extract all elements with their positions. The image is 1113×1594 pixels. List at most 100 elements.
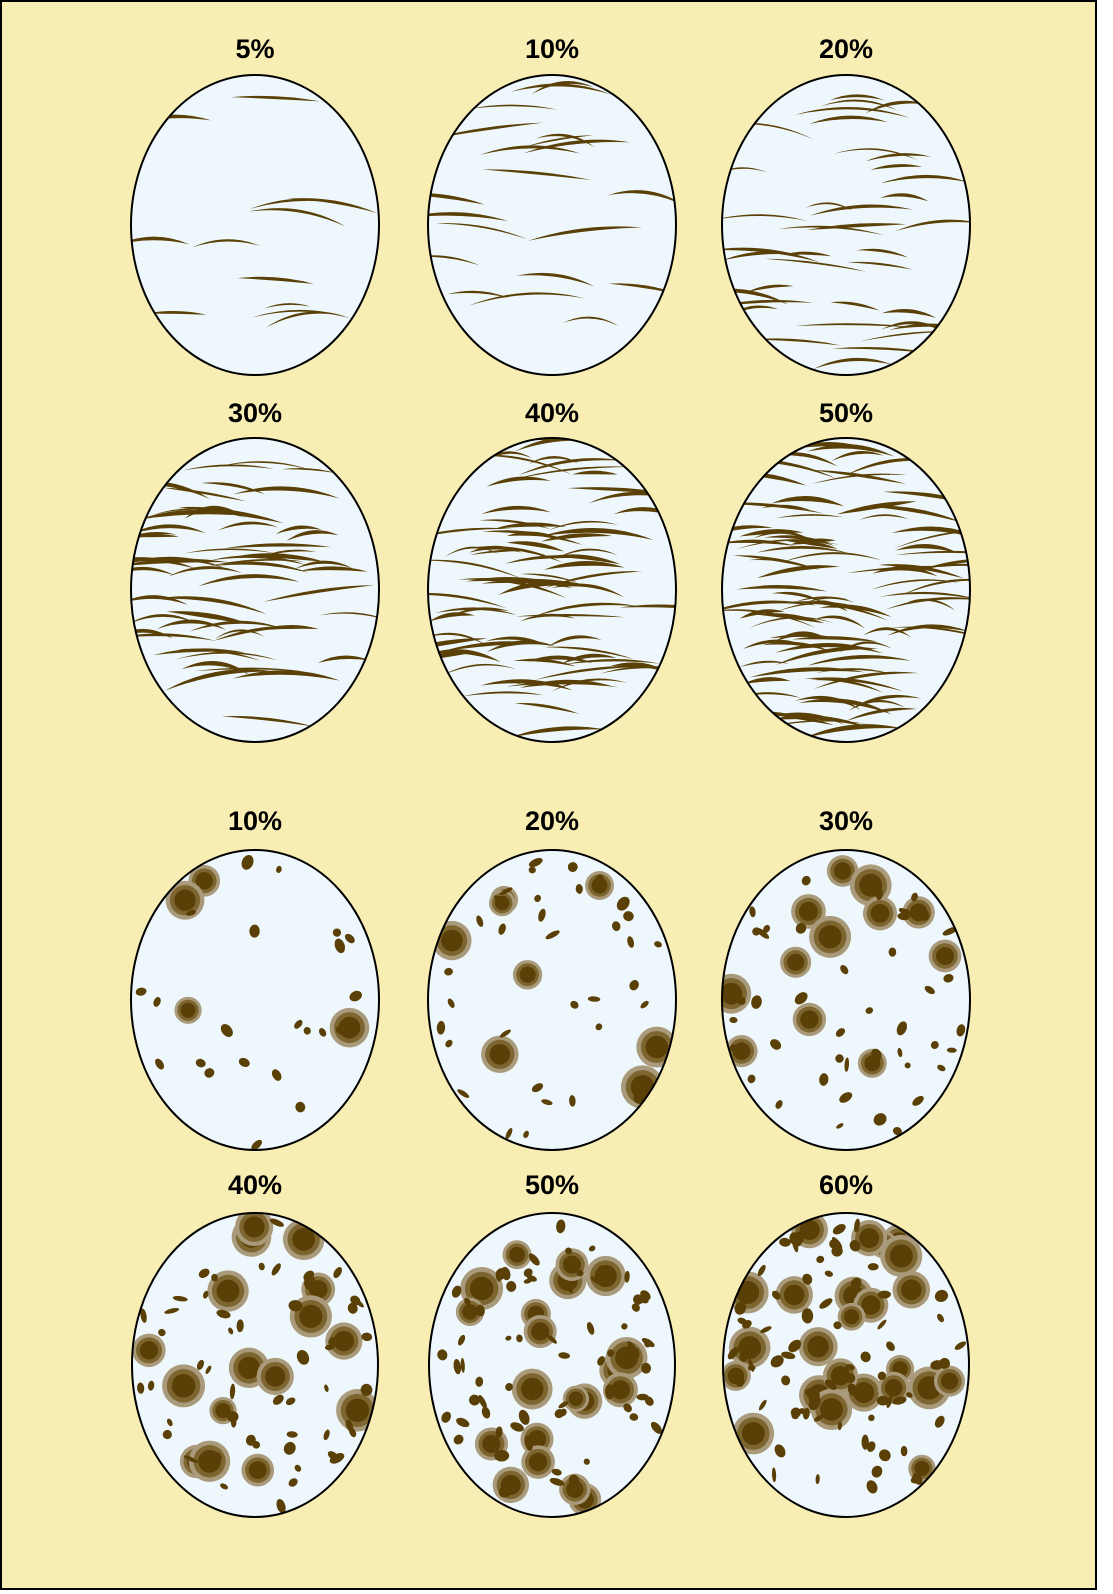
brown-streak: [168, 566, 243, 577]
panel-label: 20%: [525, 806, 579, 836]
brown-fleck: [845, 1373, 856, 1384]
brown-spot: [555, 1248, 589, 1282]
brown-streak: [515, 681, 564, 687]
brown-streak: [428, 212, 509, 222]
brown-streak: [749, 667, 865, 678]
brown-fleck: [832, 1224, 846, 1235]
brown-spot: [791, 894, 826, 929]
brown-fleck: [436, 1020, 446, 1035]
brown-streak: [549, 520, 619, 531]
brown-fleck: [475, 1304, 485, 1317]
brown-fleck: [748, 1358, 755, 1372]
brown-streak: [756, 565, 841, 579]
brown-spot: [512, 960, 543, 990]
brown-streak: [144, 311, 207, 315]
brown-streak: [544, 646, 634, 660]
brown-streak: [784, 251, 832, 257]
brown-streak: [479, 519, 551, 530]
brown-streak: [739, 609, 785, 619]
brown-fleck: [271, 1069, 282, 1081]
brown-streak: [317, 655, 371, 663]
brown-fleck: [813, 1414, 824, 1422]
brown-streak: [722, 502, 824, 514]
brown-fleck: [541, 1099, 553, 1106]
panel-streaks-5: 5%: [130, 34, 380, 376]
brown-fleck: [847, 1383, 858, 1396]
brown-streak: [872, 566, 938, 577]
brown-fleck: [822, 937, 829, 946]
brown-fleck: [734, 1301, 747, 1315]
panel-label: 50%: [819, 398, 873, 428]
brown-fleck: [568, 1474, 580, 1486]
brown-fleck: [736, 996, 746, 1005]
brown-streak: [428, 527, 513, 541]
brown-fleck: [318, 1028, 327, 1037]
brown-fleck: [528, 857, 543, 868]
brown-streak: [613, 507, 676, 518]
brown-streak: [736, 539, 840, 550]
brown-fleck: [303, 1027, 311, 1035]
brown-fleck: [575, 883, 583, 894]
brown-streak: [510, 83, 612, 95]
brown-streak: [572, 470, 618, 475]
brown-streak: [722, 525, 774, 539]
brown-fleck: [605, 1384, 615, 1400]
brown-fleck: [590, 1276, 604, 1286]
brown-fleck: [636, 1393, 649, 1401]
brown-fleck: [445, 1039, 453, 1048]
panel-label: 20%: [819, 34, 873, 64]
brown-streak: [775, 514, 844, 519]
disk-outline: [427, 849, 677, 1151]
brown-fleck: [801, 1308, 814, 1324]
panel-grid: 5%10%20%30%40%50%10%20%30%40%50%60%: [130, 34, 971, 1518]
brown-streak: [831, 347, 935, 354]
brown-fleck: [943, 974, 954, 983]
brown-fleck: [499, 1029, 511, 1038]
brown-streak: [462, 691, 544, 697]
brown-fleck: [251, 1139, 263, 1150]
brown-streak: [428, 255, 480, 266]
brown-streak: [883, 491, 970, 508]
brown-fleck: [565, 1247, 573, 1255]
brown-fleck: [833, 1321, 842, 1330]
brown-fleck: [547, 1334, 557, 1344]
brown-fleck: [336, 1026, 343, 1035]
brown-streak: [213, 625, 307, 642]
brown-fleck: [888, 947, 897, 957]
brown-fleck: [228, 1327, 234, 1335]
brown-fleck: [457, 1334, 466, 1346]
brown-fleck: [835, 1054, 844, 1063]
brown-fleck: [198, 1268, 210, 1278]
brown-streak: [836, 501, 917, 515]
brown-fleck: [587, 996, 601, 1002]
brown-streak: [275, 525, 322, 535]
brown-streak: [513, 658, 576, 667]
brown-fleck: [271, 1263, 281, 1276]
brown-streak: [520, 613, 576, 622]
brown-streak: [154, 596, 267, 615]
brown-fleck: [516, 1334, 523, 1343]
brown-streak: [527, 226, 642, 241]
brown-fleck: [306, 1311, 316, 1324]
brown-streak: [771, 496, 844, 507]
brown-fleck: [453, 1434, 464, 1445]
brown-streak: [738, 660, 789, 668]
brown-streak: [434, 607, 517, 615]
brown-spot: [851, 1219, 888, 1257]
brown-fleck: [494, 1449, 510, 1462]
brown-fleck: [599, 1265, 614, 1274]
brown-fleck: [576, 1269, 584, 1277]
brown-fleck: [789, 1232, 803, 1247]
brown-fleck: [211, 1273, 218, 1282]
brown-fleck: [523, 1268, 533, 1278]
brown-fleck: [623, 911, 634, 922]
brown-fleck: [737, 1317, 747, 1325]
brown-fleck: [294, 1019, 303, 1029]
brown-streak: [792, 636, 878, 642]
brown-fleck: [276, 1498, 286, 1514]
brown-streak: [295, 560, 353, 569]
brown-fleck: [837, 1421, 843, 1431]
brown-fleck: [478, 1395, 487, 1409]
disk-outline: [428, 1212, 676, 1518]
brown-fleck: [524, 1435, 533, 1451]
